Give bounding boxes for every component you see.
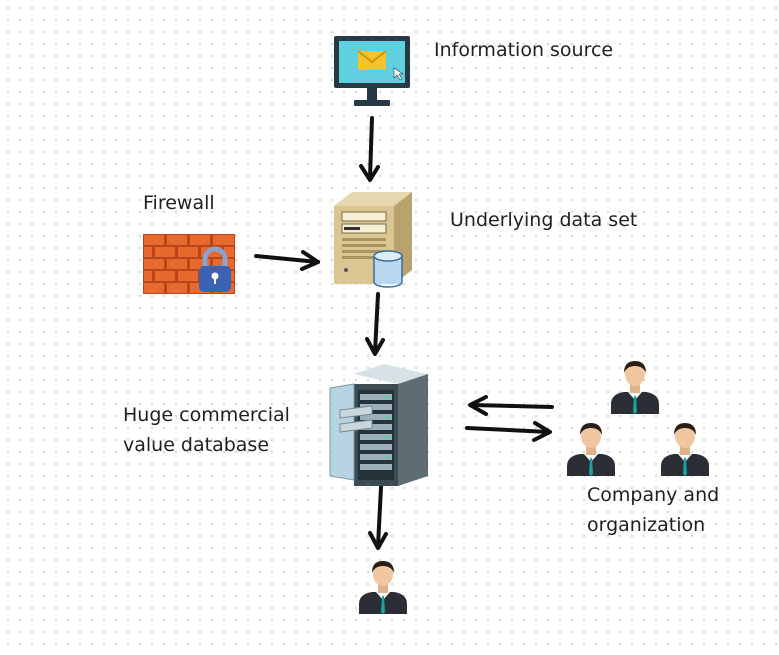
firewall-label: Firewall — [143, 192, 215, 214]
person-icon — [567, 423, 615, 476]
company-label-line1: Company and — [587, 484, 720, 506]
underlying-data-set-label: Underlying data set — [450, 209, 638, 231]
arrow-company-to-database — [468, 395, 554, 416]
group-of-people-icon — [566, 360, 716, 476]
arrow-dataset-to-database — [365, 292, 385, 356]
arrow-firewall-to-dataset — [254, 250, 320, 271]
end-user-person-icon — [358, 560, 408, 614]
server-tower-with-database-icon — [334, 188, 414, 288]
server-rack-icon — [328, 364, 432, 488]
person-icon — [661, 423, 709, 476]
arrow-database-to-user — [368, 485, 388, 550]
database-label-line2: value database — [123, 434, 270, 456]
database-label-line1: Huge commercial — [123, 404, 290, 426]
company-label-line2: organization — [587, 514, 706, 536]
monitor-with-envelope-icon — [334, 36, 410, 110]
information-source-label: Information source — [434, 39, 614, 61]
brick-wall-with-padlock-icon — [143, 234, 235, 294]
person-icon — [611, 361, 659, 414]
arrow-source-to-dataset — [359, 116, 380, 182]
arrow-database-to-company — [465, 421, 552, 442]
